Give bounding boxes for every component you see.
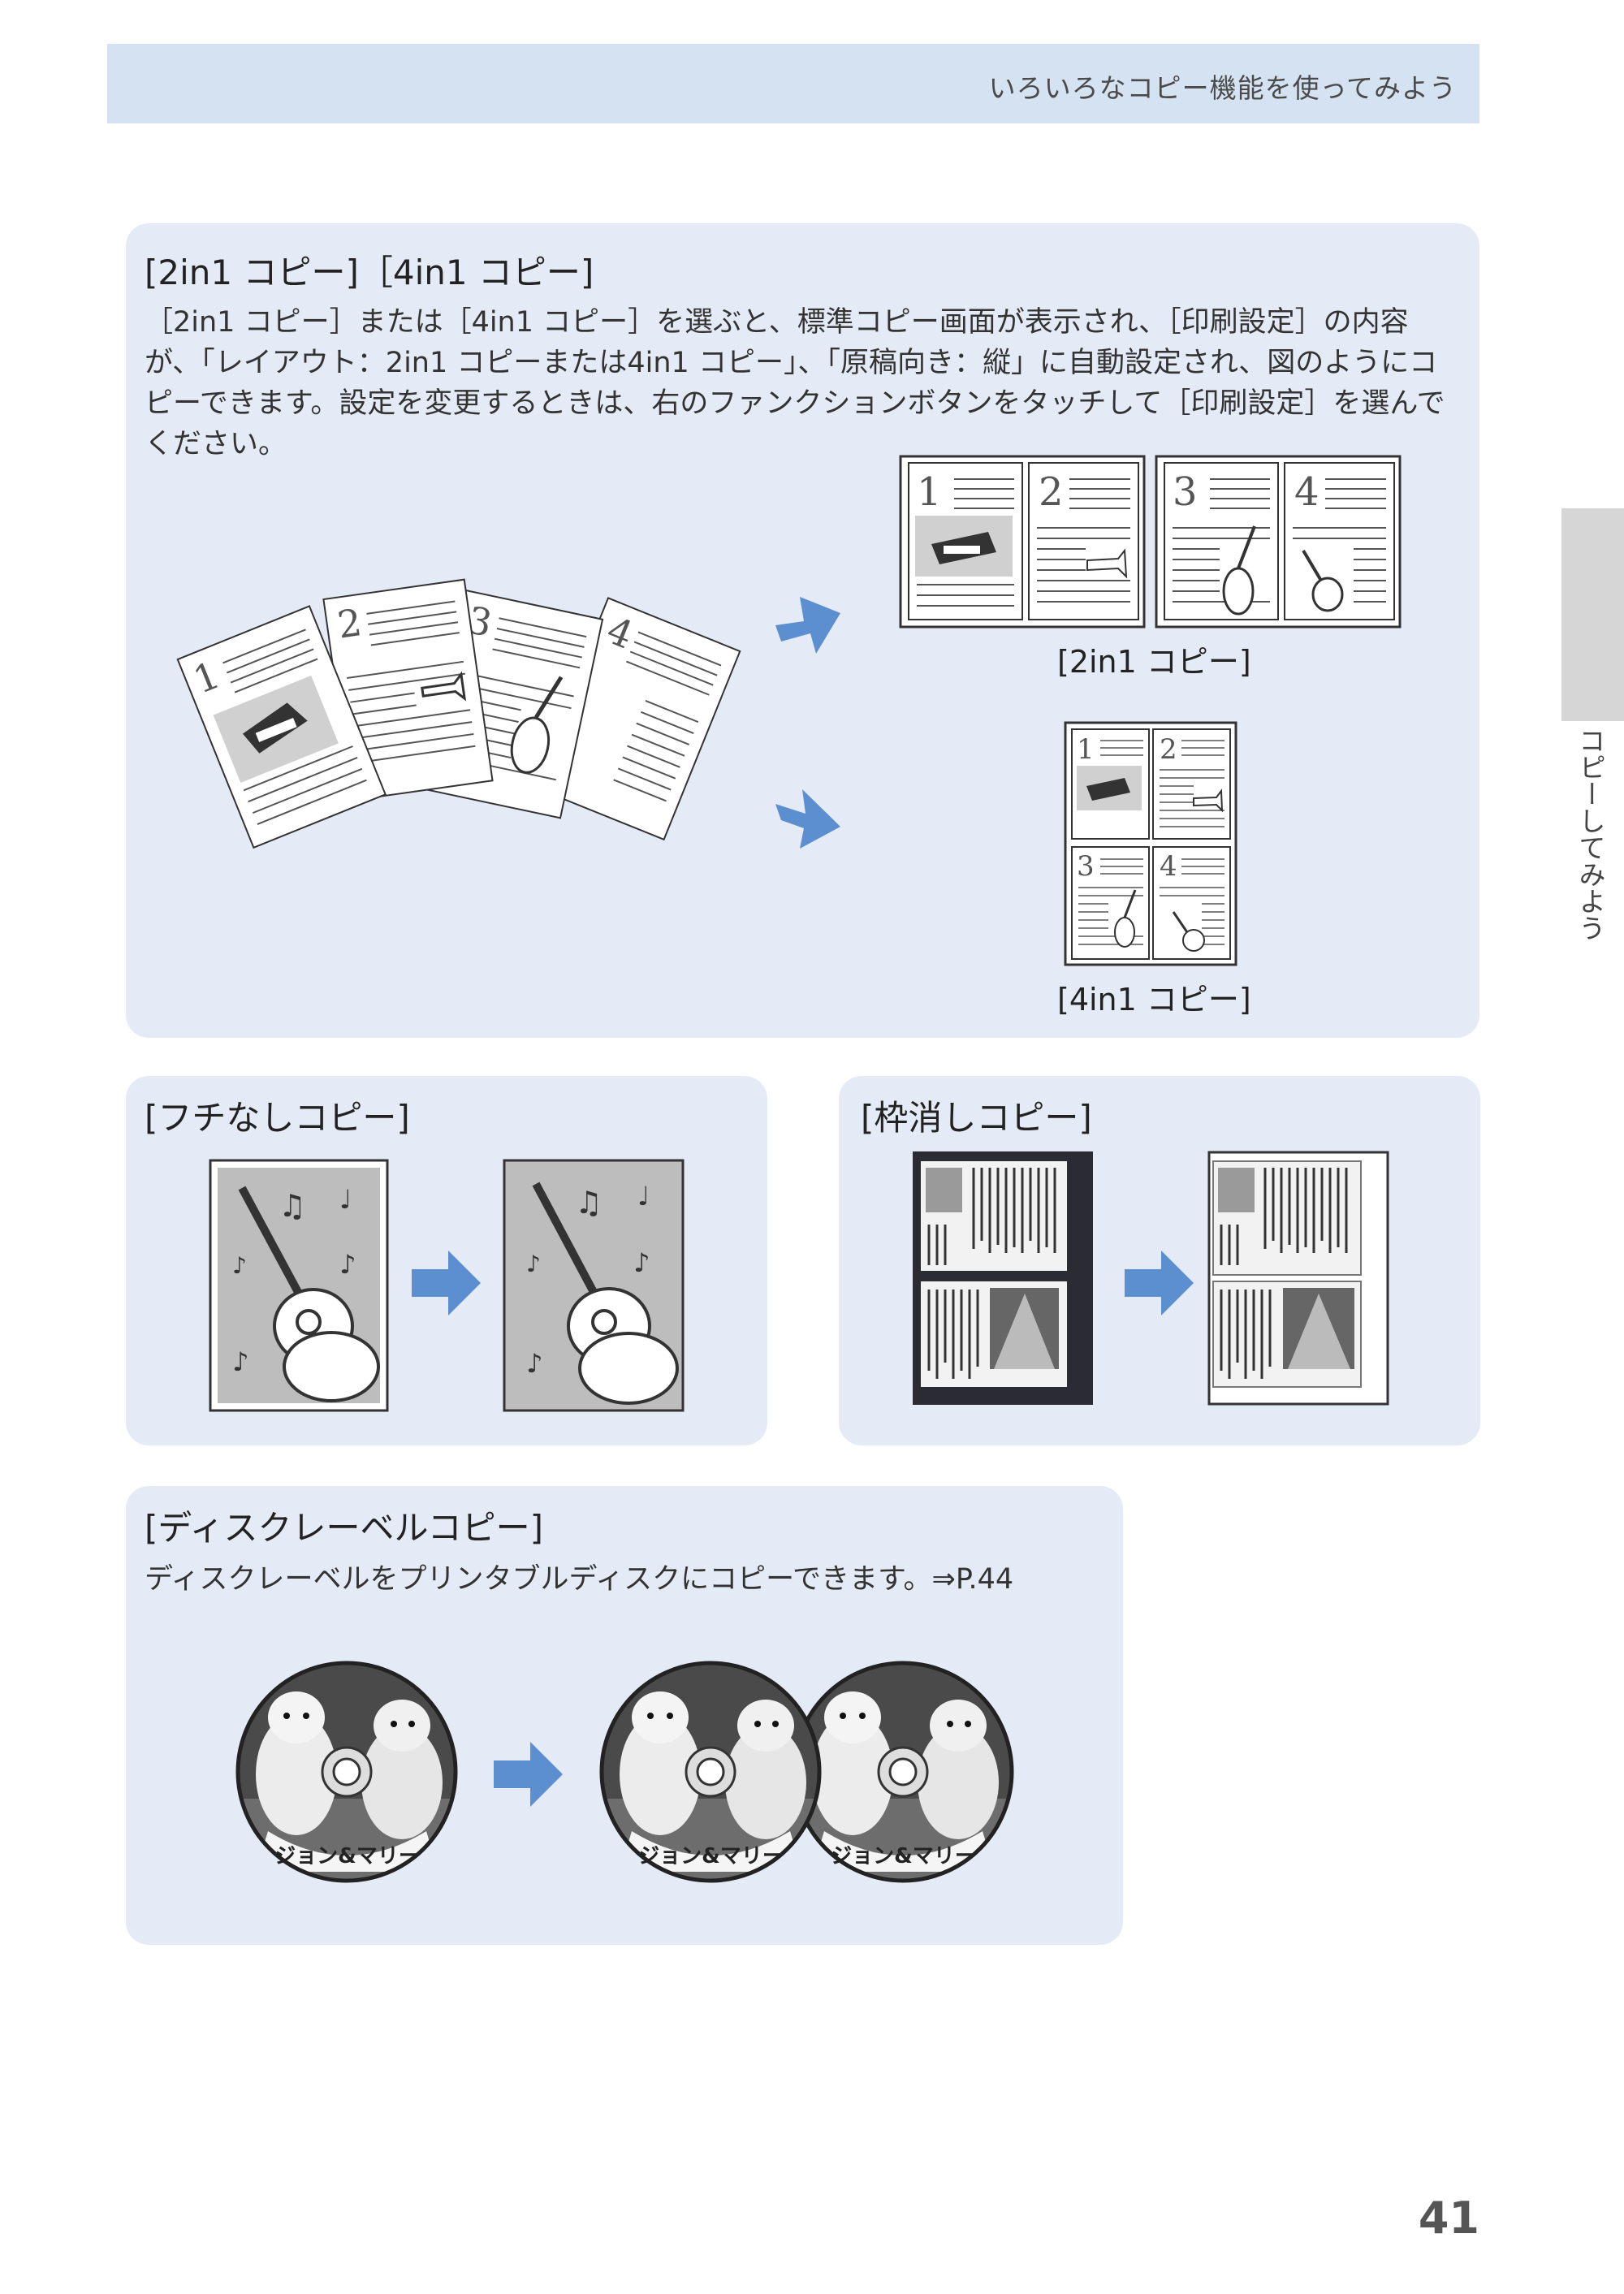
side-tab — [1561, 508, 1624, 721]
svg-text:4: 4 — [1160, 850, 1177, 883]
svg-text:♪: ♪ — [232, 1252, 247, 1279]
svg-text:4: 4 — [1294, 469, 1320, 515]
disc-label-text: ジョン&マリー — [274, 1844, 420, 1868]
svg-text:♪: ♪ — [232, 1346, 248, 1377]
svg-text:♪: ♪ — [526, 1251, 541, 1277]
section-title-2in1: [2in1 コピー]［4in1 コピー] — [145, 253, 594, 292]
borderless-after: ♫ ♩ ♪ ♪ ♪ — [503, 1159, 685, 1412]
header-title: いろいろなコピー機能を使ってみよう — [988, 72, 1457, 104]
svg-text:♪: ♪ — [526, 1348, 542, 1379]
original-pages-illustration: 4 3 2 — [176, 578, 741, 849]
svg-text:♩: ♩ — [339, 1184, 352, 1215]
header-band: いろいろなコピー機能を使ってみよう — [107, 44, 1479, 123]
svg-text:3: 3 — [1077, 850, 1095, 883]
svg-text:♪: ♪ — [339, 1249, 356, 1280]
section-desc-2in1: ［2in1 コピー］または［4in1 コピー］を選ぶと、標準コピー画面が表示され… — [145, 306, 1445, 460]
sheet-2in1-b: 3 4 — [1155, 455, 1402, 629]
caption-2in1: [2in1 コピー] — [1057, 644, 1251, 680]
section-title-frame-erase: [枠消しコピー] — [861, 1098, 1092, 1138]
disc-copy-2: ジョン&マリー — [792, 1661, 1015, 1884]
arrow-to-2in1 — [775, 597, 840, 654]
frame-erase-after — [1207, 1151, 1389, 1406]
svg-text:♩: ♩ — [637, 1181, 650, 1212]
svg-text:2: 2 — [1039, 469, 1064, 515]
arrow-frame-erase — [1125, 1251, 1194, 1315]
guitar-icon — [238, 1186, 380, 1402]
borderless-before: ♫ ♩ ♪ ♪ ♪ — [209, 1159, 389, 1412]
section-title-disc: [ディスクレーベルコピー] — [145, 1508, 543, 1548]
disc-label-text: ジョン&マリー — [638, 1844, 784, 1868]
caption-4in1: [4in1 コピー] — [1057, 982, 1251, 1017]
guitar-icon — [532, 1182, 679, 1405]
disc-label-text: ジョン&マリー — [831, 1844, 976, 1868]
disc-copy-1: ジョン&マリー — [599, 1661, 823, 1884]
arrow-to-4in1 — [775, 789, 840, 849]
section-title-borderless: [フチなしコピー] — [145, 1098, 410, 1138]
arrow-borderless — [412, 1251, 481, 1315]
sheet-2in1-a: 1 2 — [899, 455, 1146, 629]
result-2in1-illustration: 1 2 3 4 — [899, 455, 1402, 629]
arrow-disc — [494, 1742, 563, 1807]
svg-text:1: 1 — [917, 469, 942, 515]
side-tab-label: コピーしてみよう — [1574, 727, 1606, 941]
frame-erase-before — [913, 1151, 1093, 1405]
svg-text:♫: ♫ — [279, 1188, 306, 1224]
original-page-1: 1 — [176, 605, 387, 849]
svg-text:3: 3 — [1173, 469, 1198, 515]
svg-text:♫: ♫ — [575, 1185, 603, 1220]
section-desc-disc: ディスクレーベルをプリンタブルディスクにコピーできます。⇒P.44 — [145, 1563, 1014, 1596]
svg-text:2: 2 — [1160, 733, 1177, 766]
disc-original: ジョン&マリー — [235, 1661, 459, 1884]
page-number: 41 — [1418, 2192, 1479, 2244]
svg-text:1: 1 — [1077, 733, 1095, 766]
svg-text:♪: ♪ — [633, 1247, 650, 1278]
result-4in1-illustration: 1 2 3 4 — [1064, 721, 1237, 966]
